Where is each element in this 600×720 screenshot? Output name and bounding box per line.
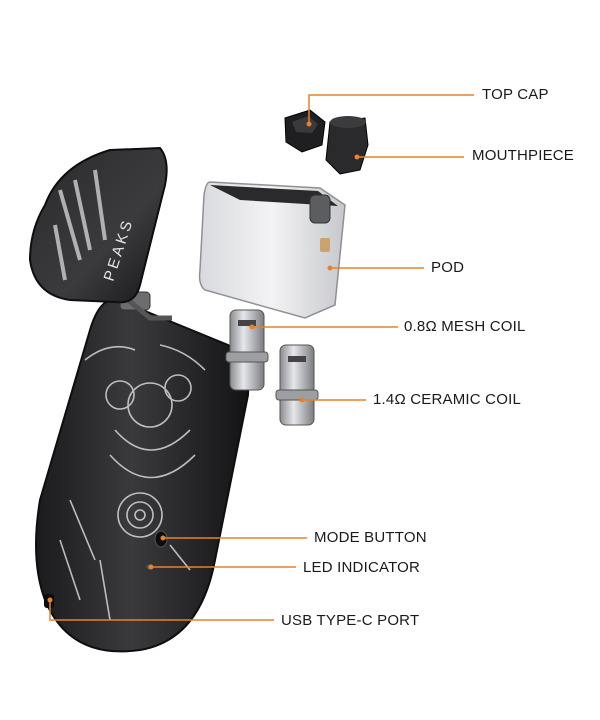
mesh-coil [226,310,268,390]
mouthpiece [326,116,368,174]
callout-usb-port: USB TYPE-C PORT [281,612,419,630]
ceramic-coil [276,345,318,425]
pod-contact [320,238,330,252]
device-body [36,300,248,652]
device-lid: PEAKS [30,148,167,302]
callout-pod: POD [431,259,464,277]
callout-mode-button: MODE BUTTON [314,529,427,547]
pod-post [310,195,330,223]
callout-top-cap: TOP CAP [482,86,549,104]
pod [200,182,345,318]
callout-mesh-coil: 0.8Ω MESH COIL [404,318,526,336]
top-cap [285,110,325,152]
callout-ceramic-coil: 1.4Ω CERAMIC COIL [373,391,521,409]
callout-mouthpiece: MOUTHPIECE [472,147,574,165]
callout-led-indicator: LED INDICATOR [303,559,420,577]
